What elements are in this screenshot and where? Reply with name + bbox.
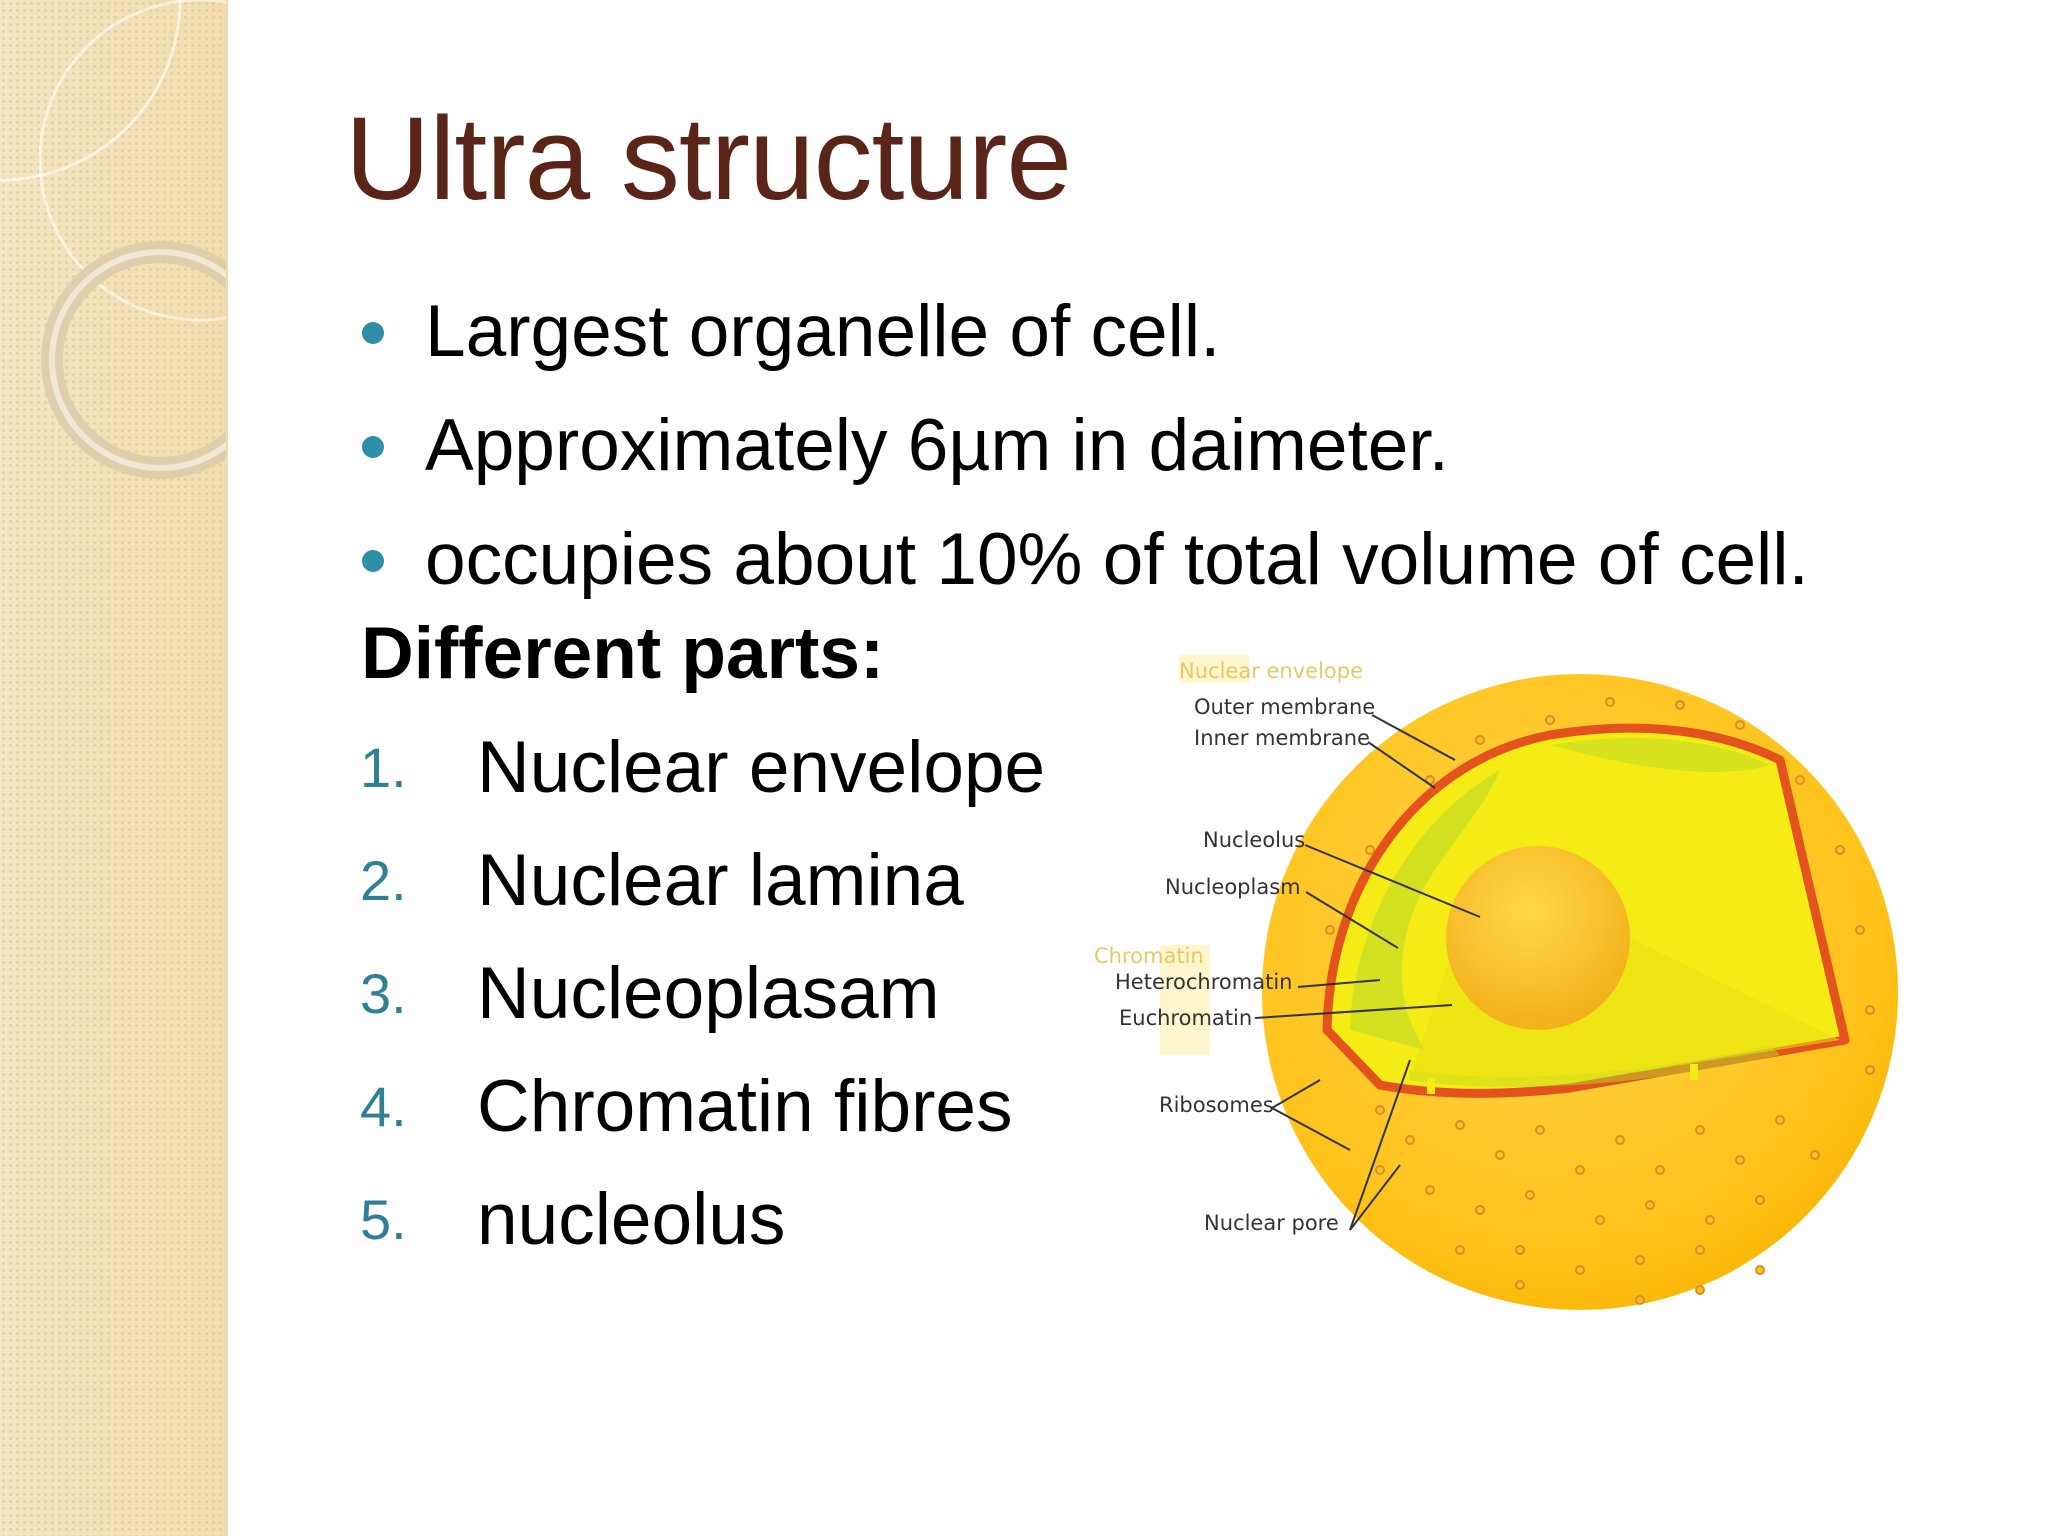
bullet-item: Largest organelle of cell. xyxy=(362,275,1809,389)
bullet-text: Approximately 6µm in daimeter. xyxy=(425,405,1449,486)
part-number: 5. xyxy=(360,1188,407,1251)
part-text: Nucleoplasam xyxy=(477,953,940,1034)
slide-title: Ultra structure xyxy=(345,93,1072,225)
chromatin-patches xyxy=(1550,737,1770,773)
label-nucleolus: Nucleolus xyxy=(1203,828,1305,852)
group-label-chromatin: Chromatin xyxy=(1094,944,1204,968)
bullet-item: Approximately 6µm in daimeter. xyxy=(362,389,1809,503)
part-number: 3. xyxy=(360,962,407,1025)
label-inner-membrane: Inner membrane xyxy=(1194,726,1370,750)
ring-ornament-icon xyxy=(0,0,226,479)
bullet-text: Largest organelle of cell. xyxy=(425,291,1221,372)
label-heterochromatin: Heterochromatin xyxy=(1115,970,1292,994)
nucleolus-sphere xyxy=(1446,846,1630,1030)
leader-lines xyxy=(1254,714,1481,1231)
bullet-list: Largest organelle of cell. Approximately… xyxy=(362,275,1809,617)
part-text: Nuclear envelope xyxy=(477,727,1046,808)
decorative-side-panel xyxy=(0,0,228,1536)
bullet-item: occupies about 10% of total volume of ce… xyxy=(362,503,1809,617)
part-text: Chromatin fibres xyxy=(477,1066,1013,1147)
nuclear-pores xyxy=(1427,775,1731,1094)
parts-heading: Different parts: xyxy=(361,613,885,694)
bullet-text: occupies about 10% of total volume of ce… xyxy=(425,519,1809,600)
ribosome-dots xyxy=(1325,697,1875,1305)
part-number: 4. xyxy=(360,1075,407,1138)
group-label-nuclear-envelope: Nuclear envelope xyxy=(1179,659,1363,683)
part-text: nucleolus xyxy=(477,1179,786,1260)
part-number: 1. xyxy=(360,736,407,799)
part-text: Nuclear lamina xyxy=(477,840,964,921)
nucleus-diagram: Nuclear envelope Chromatin Outer membran… xyxy=(1094,655,1898,1310)
bullet-dot-icon xyxy=(362,322,384,344)
chromatin-patches xyxy=(1350,770,1500,1050)
bullet-dot-icon xyxy=(362,550,384,572)
label-ribosomes: Ribosomes xyxy=(1159,1093,1274,1117)
part-number: 2. xyxy=(360,849,407,912)
label-outer-membrane: Outer membrane xyxy=(1194,695,1375,719)
bullet-dot-icon xyxy=(362,436,384,458)
label-nucleoplasm: Nucleoplasm xyxy=(1165,875,1301,899)
label-nuclear-pore: Nuclear pore xyxy=(1204,1211,1339,1235)
label-euchromatin: Euchromatin xyxy=(1119,1006,1252,1030)
